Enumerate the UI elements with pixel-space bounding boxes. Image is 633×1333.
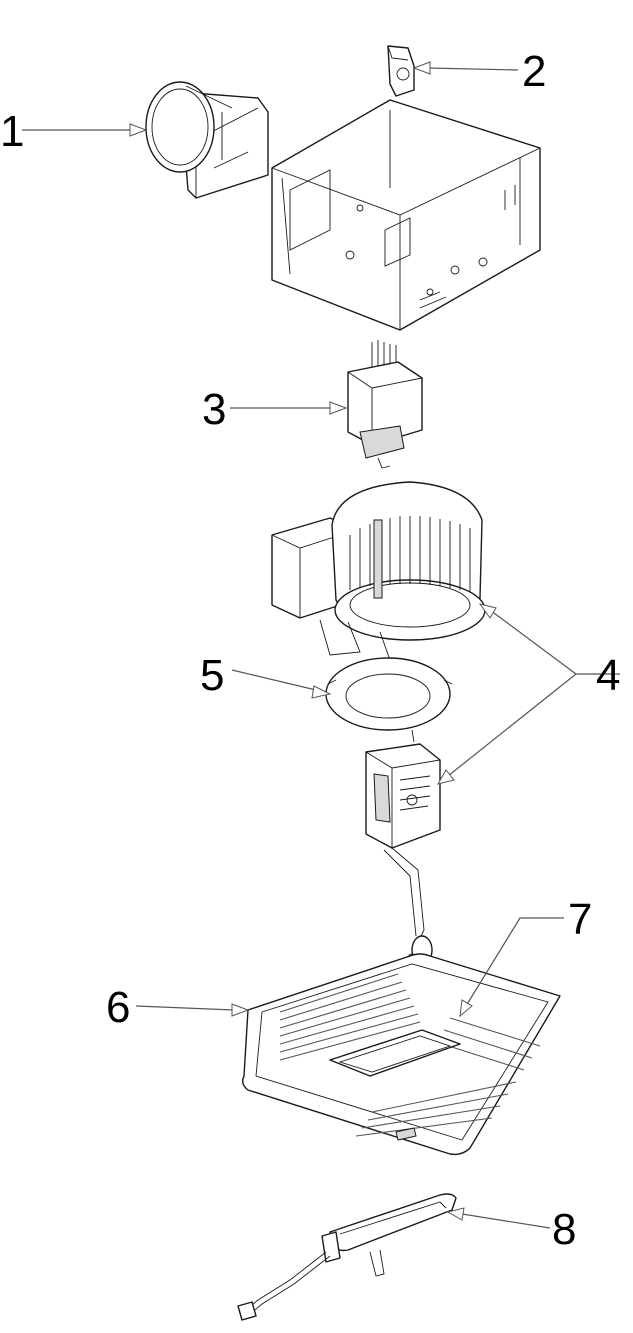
- leader-8: [461, 1213, 551, 1229]
- callout-numbers: 1 2 3 4 5 6 7 8: [0, 47, 620, 1254]
- callout-8: 8: [552, 1205, 576, 1254]
- housing-box: [271, 99, 541, 331]
- callout-2: 2: [522, 47, 546, 96]
- blower-assembly: [271, 481, 486, 661]
- motor-bracket: [365, 743, 441, 965]
- leader-lines: [22, 61, 620, 1229]
- leader-6: [135, 1005, 235, 1011]
- leader-7: [465, 917, 564, 1007]
- callout-4: 4: [596, 651, 620, 700]
- callout-1: 1: [0, 107, 24, 156]
- arrow-7: [459, 999, 473, 1018]
- leader-5: [231, 669, 317, 691]
- arrow-6: [231, 1003, 250, 1017]
- part-3-junction-box: [347, 340, 423, 469]
- callout-7: 7: [568, 895, 592, 944]
- part-1-duct-connector: [145, 81, 269, 199]
- callout-5: 5: [200, 651, 224, 700]
- callout-3: 3: [202, 385, 226, 434]
- callout-6: 6: [106, 983, 130, 1032]
- part-6-grille: [241, 953, 561, 1156]
- leader-2: [427, 67, 519, 71]
- arrow-4a: [478, 603, 497, 619]
- arrow-3: [329, 401, 348, 415]
- arrow-1: [129, 123, 148, 137]
- part-2-mounting-bracket: [387, 45, 415, 97]
- grille-right-slots: [355, 1017, 541, 1137]
- arrow-2: [412, 61, 431, 75]
- arrow-4b: [436, 769, 455, 785]
- grille-left-slots: [279, 973, 421, 1061]
- part-5-ring: [325, 657, 453, 743]
- leader-4b: [447, 673, 577, 777]
- arrow-8: [446, 1207, 465, 1221]
- arrow-5: [311, 685, 332, 699]
- part-8-light-module: [237, 1193, 457, 1321]
